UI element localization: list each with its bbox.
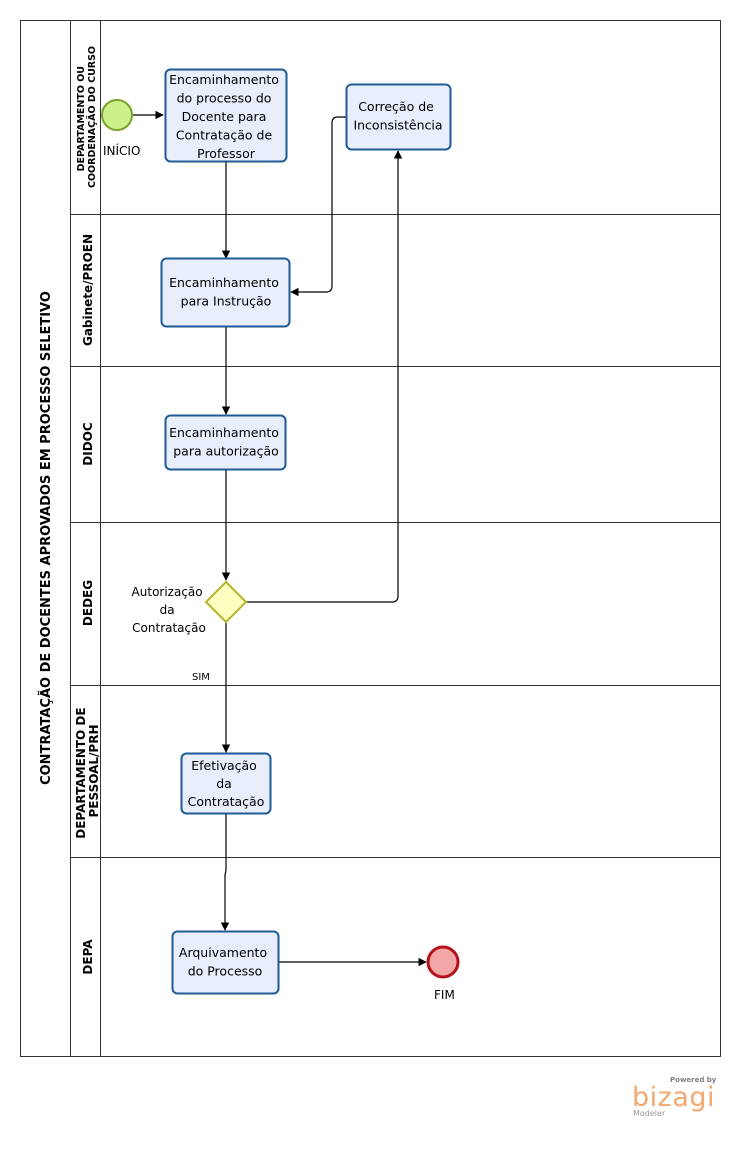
- lane-title-dedeg: DEDEG: [81, 580, 95, 626]
- lane-title-departamento: DEPARTAMENTO OU COORDENAÇÃO DO CURSO: [76, 46, 98, 188]
- lane-title-gabinete: Gabinete/PROEN: [81, 234, 95, 346]
- task-label-line: Encaminhamento: [169, 425, 279, 440]
- start-event-label: INÍCIO: [103, 143, 140, 158]
- flow-to-arquivamento: [220, 814, 230, 931]
- flow-correcao-to-instrucao: [290, 116, 346, 297]
- task-label-line: para autorização: [173, 444, 279, 459]
- svg-text:Efetivação da Cont: Efetivação da Contratação: [188, 758, 265, 809]
- task-label-line: do Processo: [188, 964, 263, 979]
- task-label-line: Professor: [197, 146, 256, 161]
- task-label-line: Contratação: [188, 794, 265, 809]
- lane-title-line: PESSOAL/PRH: [87, 724, 101, 817]
- svg-text:Encaminhamento do proces: Encaminhamento do processo do Docente pa…: [169, 72, 283, 161]
- task-label-line: Arquivamento: [179, 945, 267, 960]
- task-label-line: Correção de: [358, 99, 434, 114]
- flow-gateway-to-correcao: [246, 150, 403, 603]
- gateway-label-line: Contratação: [132, 621, 206, 635]
- task-label-line: Encaminhamento: [169, 275, 279, 290]
- task-label-line: Contratação de: [176, 128, 273, 143]
- lane-title-pessoal: DEPARTAMENTO DE PESSOAL/PRH: [74, 703, 101, 838]
- bizagi-wordmark: bizagi: [632, 1082, 715, 1113]
- task-correcao-inconsistencia[interactable]: Correção de Inconsistência: [345, 83, 452, 151]
- task-arquivamento-processo[interactable]: Arquivamento do Processo: [171, 930, 280, 995]
- task-encaminhamento-processo[interactable]: Encaminhamento do processo do Docente pa…: [164, 68, 288, 163]
- lane-title-line: COORDENAÇÃO DO CURSO: [87, 46, 98, 188]
- task-encaminhamento-autorizacao[interactable]: Encaminhamento para autorização: [164, 414, 287, 471]
- task-label-line: da: [216, 776, 232, 791]
- svg-text:Correção de Inconsistênc: Correção de Inconsistência: [353, 99, 442, 133]
- task-label-line: Docente para: [182, 109, 267, 124]
- task-label-line: Encaminhamento: [169, 72, 279, 87]
- lane-title-line: DEPARTAMENTO OU: [76, 66, 87, 171]
- gateway-autorizacao-diamond[interactable]: [204, 580, 248, 624]
- bizagi-product: Modeler: [633, 1109, 666, 1118]
- powered-by-text: Powered by: [670, 1076, 717, 1084]
- lane-title-didoc: DIDOC: [81, 422, 95, 466]
- flow-label-sim: SIM: [192, 672, 210, 683]
- svg-text:Encaminhamento para Inst: Encaminhamento para Instrução: [169, 275, 283, 309]
- pool-frame: [20, 20, 721, 1057]
- end-event-label: FIM: [434, 988, 455, 1002]
- task-encaminhamento-instrucao[interactable]: Encaminhamento para Instrução: [160, 257, 291, 328]
- gateway-label-line: da: [160, 603, 175, 617]
- gateway-label: Autorização da Contratação: [132, 585, 207, 635]
- lane-title-depa: DEPA: [81, 939, 95, 975]
- start-event-icon[interactable]: [101, 99, 133, 131]
- svg-text:Arquivamento do Processo: Arquivamento do Processo: [179, 945, 271, 979]
- end-event-icon[interactable]: [426, 945, 460, 979]
- bizagi-logo: Powered by bizagi Modeler: [632, 1076, 724, 1120]
- lane-title-line: DEPARTAMENTO DE: [74, 707, 88, 838]
- task-label-line: para Instrução: [181, 294, 272, 309]
- task-label-line: do processo do: [177, 91, 272, 106]
- pool-title: CONTRATAÇÃO DE DOCENTES APROVADOS EM PRO…: [38, 291, 54, 785]
- svg-text:Encaminhamento para auto: Encaminhamento para autorização: [169, 425, 283, 459]
- gateway-label-line: Autorização: [132, 585, 203, 599]
- task-efetivacao-contratacao[interactable]: Efetivação da Contratação: [180, 752, 272, 815]
- task-label-line: Inconsistência: [353, 118, 442, 133]
- task-label-line: Efetivação: [191, 758, 257, 773]
